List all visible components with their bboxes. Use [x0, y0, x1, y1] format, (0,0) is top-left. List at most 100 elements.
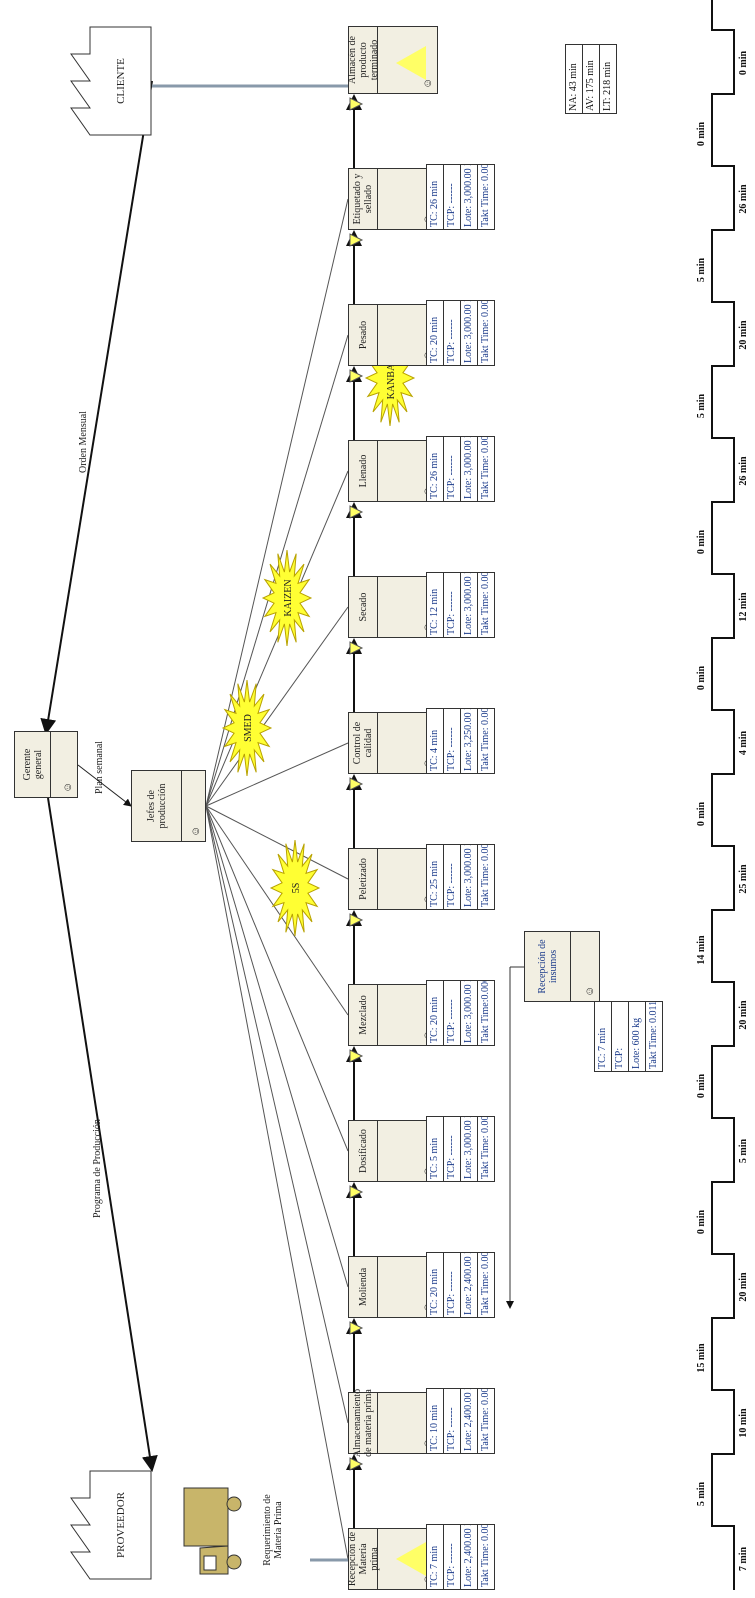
timeline-va-label: 0 min: [738, 40, 749, 86]
process-title: Llenado: [349, 441, 378, 501]
process-info-box: TC: 25 minTCP: ------Lote: 3,000.00 kgTa…: [426, 844, 495, 910]
info-lote: Lote: 3,000.00 kg: [461, 981, 478, 1045]
info-takt: Takt Time: 0.0040: [478, 573, 494, 637]
timeline-line: [712, 0, 734, 1590]
control-line: [206, 471, 348, 806]
process-box: Etiquetado y sellado☺: [348, 168, 438, 230]
process-box: Molienda☺: [348, 1256, 438, 1318]
info-tc: TC: 20 min: [427, 301, 444, 365]
jefes-produccion-box: Jefes de producción ☺: [131, 770, 206, 842]
insumos-lote: Lote: 600 kg: [629, 1002, 646, 1071]
info-lote: Lote: 2,400.00 kg: [461, 1525, 478, 1589]
info-tc: TC: 10 min: [427, 1389, 444, 1453]
info-lote: Lote: 2,400.00 kg: [461, 1389, 478, 1453]
info-tcp: TCP: ------: [444, 1525, 461, 1589]
info-tcp: TCP: ------: [444, 845, 461, 909]
plan-semanal-label: Plan semanal: [94, 741, 105, 794]
process-box: Mezclado☺: [348, 984, 438, 1046]
info-lote: Lote: 3,000.00 kg: [461, 437, 478, 501]
timeline-va-label: 4 min: [738, 720, 749, 766]
info-takt: Takt Time:0.0067: [478, 981, 494, 1045]
info-tcp: TCP: ------: [444, 1253, 461, 1317]
insumos-title: Recepción de insumos: [525, 932, 571, 1001]
info-tcp: TCP: ------: [444, 1117, 461, 1181]
info-takt: Takt Time: 0.0077: [478, 845, 494, 909]
summary-lt: LT: 218 min: [600, 45, 616, 113]
process-title: Etiquetado y sellado: [349, 169, 378, 229]
process-info-box: TC: 20 minTCP: ------Lote: 3,000.00 kgTa…: [426, 300, 495, 366]
programa-produccion-label: Programa de Producción: [92, 1119, 103, 1218]
info-tc: TC: 5 min: [427, 1117, 444, 1181]
process-box: Peletizado☺: [348, 848, 438, 910]
timeline-va-label: 20 min: [738, 1264, 749, 1310]
timeline-va-label: 5 min: [738, 1128, 749, 1174]
timeline-wait-label: 5 min: [697, 1474, 707, 1514]
info-tcp: TCP: ------: [444, 709, 461, 773]
operator-icon: ☺: [190, 826, 202, 837]
process-info-box: TC: 4 minTCP: ------Lote: 3,250.00 kgTak…: [426, 708, 495, 774]
inventory-triangle-icon: [350, 1322, 362, 1334]
insumos-tcp: TCP:: [612, 1002, 629, 1071]
process-info-box: TC: 12 minTCP: ------Lote: 3,000.00 kgTa…: [426, 572, 495, 638]
process-box: Secado☺: [348, 576, 438, 638]
inventory-triangle-icon: [350, 234, 362, 246]
info-tcp: TCP: ------: [444, 573, 461, 637]
process-title: Pesado: [349, 305, 378, 365]
timeline-va-label: 7 min: [738, 1536, 749, 1582]
orden-mensual-arrow: [46, 81, 152, 733]
process-info-box: TC: 10 minTCP: ------Lote: 2,400.00 kgTa…: [426, 1388, 495, 1454]
info-lote: Lote: 3,000.00 kg: [461, 165, 478, 229]
inventory-triangle-icon: [350, 1050, 362, 1062]
inventory-triangle-icon: [350, 1458, 362, 1470]
info-tc: TC: 26 min: [427, 165, 444, 229]
control-line: [206, 335, 348, 806]
timeline-wait-label: 0 min: [697, 114, 707, 154]
process-box: Almacenamiento de materia prima☺: [348, 1392, 438, 1454]
process-title: Recepción de Materia prima: [349, 1529, 378, 1589]
info-tc: TC: 20 min: [427, 1253, 444, 1317]
truck-icon: [176, 1486, 246, 1576]
info-takt: Takt Time: 0.0067: [478, 301, 494, 365]
inventory-triangle-icon: [350, 642, 362, 654]
timeline-wait-label: 0 min: [697, 522, 707, 562]
control-line: [206, 806, 348, 1287]
factory-icon: [70, 26, 152, 136]
factory-icon: [70, 1470, 152, 1580]
process-box: Dosificado☺: [348, 1120, 438, 1182]
info-tcp: TCP: ------: [444, 1389, 461, 1453]
summary-box: NA: 43 min AV: 175 min LT: 218 min: [565, 44, 617, 114]
inventory-triangle-icon: [396, 46, 426, 80]
info-lote: Lote: 3,250.00 kg: [461, 709, 478, 773]
info-takt: Takt Time: 0.0012: [478, 709, 494, 773]
timeline-va-label: 26 min: [738, 448, 749, 494]
supplier-factory: PROVEEDOR: [70, 1470, 152, 1580]
inventory-triangle-icon: [350, 98, 362, 110]
inventory-triangle-icon: [350, 506, 362, 518]
info-tcp: TCP: ------: [444, 437, 461, 501]
requerimiento-label: Requerimiento de Materia Prima: [262, 1482, 284, 1578]
process-box: Llenado☺: [348, 440, 438, 502]
summary-av: AV: 175 min: [583, 45, 600, 113]
customer-factory: CLIENTE: [70, 26, 152, 136]
inventory-triangle-icon: [350, 914, 362, 926]
info-lote: Lote: 3,000.00 kg: [461, 845, 478, 909]
summary-na: NA: 43 min: [566, 45, 583, 113]
process-info-box: TC: 26 minTCP: ------Lote: 3,000.00 kgTa…: [426, 164, 495, 230]
info-tc: TC: 25 min: [427, 845, 444, 909]
timeline-wait-label: 0 min: [697, 1202, 707, 1242]
insumos-info-box: TC: 7 min TCP: Lote: 600 kg Takt Time: 0…: [594, 1001, 663, 1072]
timeline-wait-label: 14 min: [697, 930, 707, 970]
control-line: [206, 806, 348, 1559]
info-takt: Takt Time: 0.0029: [478, 1525, 494, 1589]
info-tc: TC: 12 min: [427, 573, 444, 637]
process-info-box: TC: 7 minTCP: ------Lote: 2,400.00 kgTak…: [426, 1524, 495, 1590]
process-title: Peletizado: [349, 849, 378, 909]
process-info-box: TC: 20 minTCP: ------Lote: 2,400.00 kgTa…: [426, 1252, 495, 1318]
kaizen-burst-label: KAIZEN: [283, 579, 294, 616]
info-tc: TC: 20 min: [427, 981, 444, 1045]
control-line: [206, 806, 348, 1151]
recepcion-insumos-box: Recepción de insumos ☺: [524, 931, 600, 1002]
